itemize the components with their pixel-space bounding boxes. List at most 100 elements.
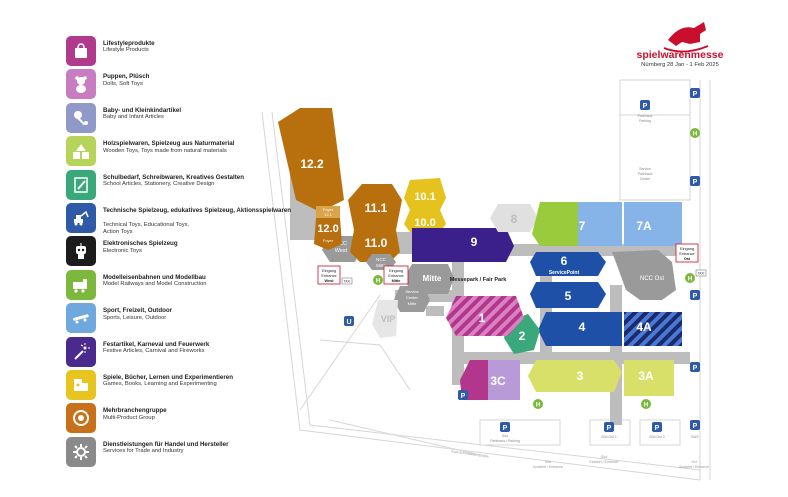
hall-9[interactable]: 9 — [412, 228, 514, 262]
rocking-horse-logo — [663, 22, 709, 53]
hall-11-1[interactable]: 11.1 — [348, 184, 402, 230]
svg-text:Center: Center — [640, 177, 651, 181]
firework-icon — [66, 336, 96, 367]
legend-title-de: Baby- und Kleinkindartikel — [103, 106, 182, 114]
taxi-west: TAXI — [341, 277, 353, 285]
parking-icon: P — [458, 390, 468, 400]
vip-label: VIP — [381, 314, 396, 324]
parking-icon: P — [690, 420, 700, 430]
street-label: Karl-Schönleben-Straße — [451, 449, 489, 458]
hall-12-2[interactable]: 12.2 — [278, 108, 344, 212]
hall-11-1-label: 11.1 — [365, 201, 388, 215]
legend-item: Holzspielwaren, Spielzeug aus Naturmater… — [66, 136, 306, 168]
entrance-ost[interactable]: Eingang Entrance Ost — [675, 243, 699, 263]
legend-title-en: Dolls, Soft Toys — [103, 80, 143, 87]
servicepoint-label: ServicePoint — [549, 270, 580, 276]
tram-stop-icon: H — [373, 275, 383, 285]
multi-icon — [66, 403, 96, 434]
tram-stop-icon: H — [641, 399, 651, 409]
legend-title-de: Dienstleistungen für Handel und Herstell… — [103, 440, 229, 448]
svg-text:P: P — [461, 393, 466, 400]
legend-title-de: Festartikel, Karneval und Feuerwerk — [103, 340, 210, 348]
legend-title-de: Spiele, Bücher, Lernen und Experimentier… — [103, 374, 233, 381]
hall-8[interactable]: 8 — [490, 204, 538, 232]
hall-10-1[interactable]: 10.1 — [404, 178, 446, 210]
service-center[interactable]: Service Center Mitte — [394, 286, 430, 312]
legend-title-de: Puppen, Plüsch — [103, 73, 150, 81]
svg-text:P: P — [693, 423, 698, 430]
svg-text:Mitte: Mitte — [408, 301, 417, 306]
vip-area[interactable]: VIP — [372, 300, 398, 338]
hall-3a[interactable]: 3A — [624, 360, 674, 396]
hall-6[interactable]: 6 ServicePoint — [530, 252, 606, 276]
svg-text:Ausfahrt / Entrance: Ausfahrt / Entrance — [679, 465, 709, 469]
excavator-icon — [66, 203, 96, 233]
robot-icon — [66, 236, 96, 267]
legend-item: Schulbedarf, Schreibwaren, Kreatives Ges… — [66, 169, 306, 202]
legend-title-en: School Articles, Stationery, Creative De… — [103, 180, 215, 187]
entrance-mitte[interactable]: Eingang Entrance Mitte — [383, 265, 409, 285]
hall-7a[interactable]: 7A — [624, 202, 682, 246]
svg-text:West: West — [324, 279, 334, 283]
svg-text:Entrance: Entrance — [321, 274, 336, 278]
svg-text:Center: Center — [406, 295, 419, 300]
legend-title-en: Multi-Product Group — [103, 414, 155, 421]
svg-text:Süd: Süd — [601, 455, 607, 459]
svg-text:P: P — [655, 425, 660, 432]
hall-10-0[interactable]: 10.0 — [404, 210, 446, 232]
hall-3[interactable]: 3 — [528, 360, 622, 392]
legend-title-en: Sports, Leisure, Outdoor — [103, 314, 167, 321]
legend-title-en: Model Railways and Model Construction — [103, 281, 207, 288]
blocks-icon — [66, 136, 96, 167]
svg-text:U: U — [346, 319, 351, 326]
ncc-ost[interactable]: NCC Ost — [612, 250, 676, 300]
hall-5-label: 5 — [565, 289, 572, 303]
brand-date: Nürnberg 28 Jan - 1 Feb 2025 — [641, 62, 719, 68]
hall-7[interactable]: 7 — [532, 202, 622, 246]
svg-text:Ausfahrt / Entrance: Ausfahrt / Entrance — [533, 465, 563, 469]
svg-text:Service: Service — [639, 167, 651, 171]
svg-text:Foyer: Foyer — [323, 207, 334, 212]
svg-text:Eingang: Eingang — [322, 269, 336, 273]
legend-item: Technische Spielzeug, edukatives Spielze… — [66, 203, 306, 235]
svg-text:12.1: 12.1 — [324, 212, 333, 217]
hall-3c[interactable]: 3C — [460, 360, 520, 400]
hall-4a[interactable]: 4A — [624, 312, 682, 346]
svg-text:P: P — [693, 293, 698, 300]
legend-title-de: Schulbedarf, Schreibwaren, Kreatives Ges… — [103, 173, 244, 181]
legend-item: Dienstleistungen für Handel und Herstell… — [66, 436, 306, 469]
hall-12-2-label: 12.2 — [300, 157, 324, 171]
foyer-12-1: Foyer 12.1 — [316, 206, 340, 218]
train-icon — [66, 269, 96, 300]
ncc-ost-label: NCC Ost — [640, 276, 664, 282]
hall-10-1-label: 10.1 — [414, 191, 435, 203]
hall-5[interactable]: 5 — [530, 282, 606, 308]
tram-stop-icon: H — [685, 273, 695, 283]
svg-text:H: H — [536, 403, 540, 409]
ubahn-icon: U — [344, 316, 354, 326]
pencil-icon — [66, 169, 96, 200]
legend-title-en: Technical Toys, Educational Toys, — [103, 221, 190, 228]
hall-12-0[interactable]: 12.0 Foyer — [314, 218, 342, 250]
entrance-west[interactable]: Eingang Entrance West — [317, 265, 341, 285]
hall-8-label: 8 — [511, 212, 518, 226]
parking-icon: P — [690, 88, 700, 98]
svg-text:NCC: NCC — [376, 257, 386, 262]
hall-4[interactable]: 4 — [538, 312, 622, 346]
ncc-west-label-2: West — [335, 248, 348, 254]
hall-1[interactable]: 1 — [446, 296, 524, 336]
legend-title-de: Technische Spielzeug, edukatives Spielze… — [103, 207, 292, 214]
svg-text:Eingang: Eingang — [680, 247, 694, 251]
hall-4a-label: 4A — [636, 320, 652, 334]
svg-text:Entrance: Entrance — [679, 252, 694, 256]
svg-text:P: P — [643, 103, 648, 110]
service-icon — [66, 436, 96, 467]
